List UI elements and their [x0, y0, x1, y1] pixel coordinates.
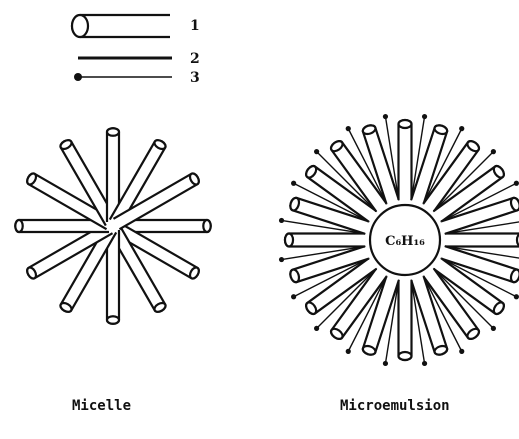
microemulsion-tube — [285, 234, 365, 247]
legend-item-thick-line: 2 — [78, 51, 200, 67]
legend-item-tube: 1 — [72, 15, 200, 37]
legend: 1 2 3 — [72, 15, 200, 86]
microemulsion-caption: Microemulsion — [340, 398, 450, 414]
micelle-structure — [15, 128, 210, 323]
legend-number-2: 2 — [190, 51, 200, 67]
core-label: C₆H₁₆ — [385, 234, 425, 249]
legend-number-3: 3 — [190, 70, 200, 86]
microemulsion-tube — [399, 280, 412, 360]
legend-dot-symbol — [74, 73, 82, 81]
microemulsion-tube — [399, 120, 412, 200]
micelle-caption: Micelle — [72, 398, 131, 414]
legend-item-dot-line: 3 — [74, 70, 200, 86]
microemulsion-structure: C₆H₁₆ — [279, 114, 519, 366]
legend-number-1: 1 — [190, 18, 200, 34]
legend-tube-end — [72, 15, 88, 37]
microemulsion-tube — [445, 234, 519, 247]
